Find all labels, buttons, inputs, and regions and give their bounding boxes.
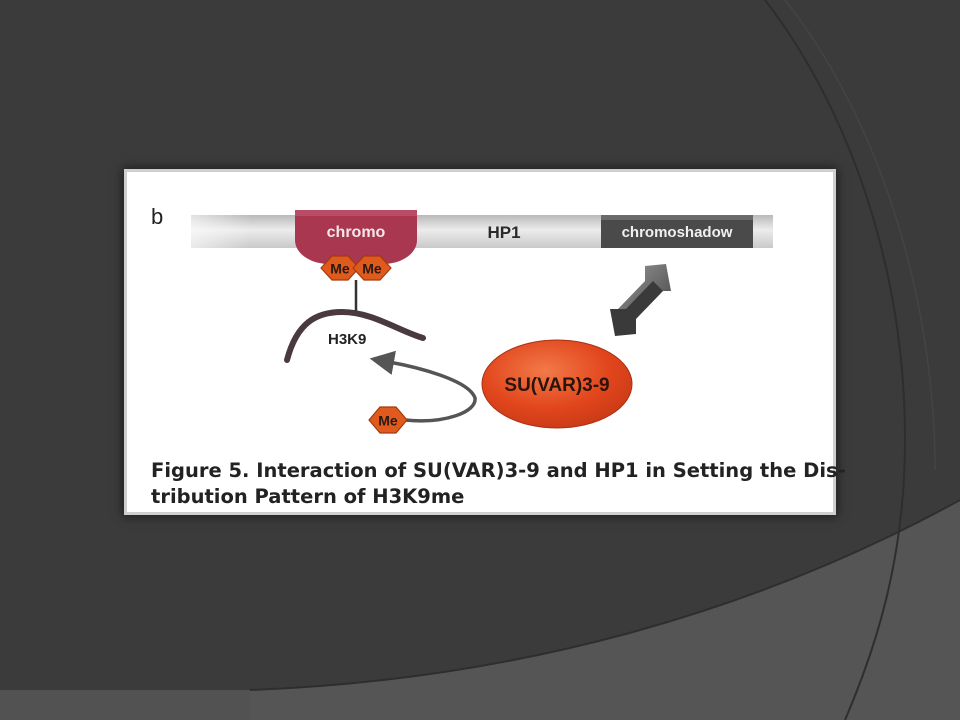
svg-text:Me: Me <box>330 261 350 277</box>
chromo-domain: chromo <box>295 210 417 264</box>
methyl-transfer-arrow <box>369 350 477 423</box>
h3k9-label: H3K9 <box>328 331 366 348</box>
hp1-label: HP1 <box>487 223 520 242</box>
caption-line-1: Figure 5. Interaction of SU(VAR)3-9 and … <box>151 459 846 482</box>
chromo-label: chromo <box>327 224 386 241</box>
chromoshadow-domain: chromoshadow <box>601 215 753 248</box>
suvar3-9-enzyme: SU(VAR)3-9 <box>481 339 633 429</box>
interaction-arrow <box>610 264 671 336</box>
h3k9-histone-tail <box>284 308 426 363</box>
figure-panel: b HP1 chromo chromoshadow Me Me <box>127 172 846 512</box>
suvar3-9-label: SU(VAR)3-9 <box>504 375 609 396</box>
free-methyl-mark: Me <box>368 406 408 434</box>
caption-line-2: tribution Pattern of H3K9me <box>151 485 465 508</box>
panel-label: b <box>151 204 163 229</box>
methyl-mark: Me <box>352 255 392 281</box>
chromoshadow-label: chromoshadow <box>622 224 733 241</box>
hp1-diagram: b HP1 chromo chromoshadow Me Me <box>151 204 773 434</box>
svg-text:Me: Me <box>362 261 382 277</box>
svg-text:Me: Me <box>378 413 398 429</box>
figure-caption: Figure 5. Interaction of SU(VAR)3-9 and … <box>151 458 846 510</box>
